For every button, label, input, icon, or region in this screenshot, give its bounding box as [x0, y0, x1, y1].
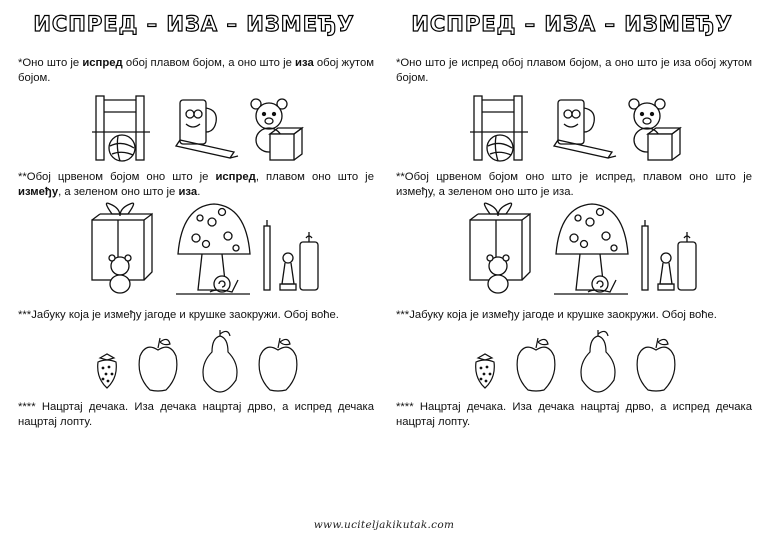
- mushroom-snail-icon: [550, 200, 632, 298]
- candle-pawn-icon: [636, 218, 706, 296]
- chair-ball-icon: [88, 92, 158, 164]
- candle-pawn-icon: [258, 218, 328, 296]
- task-3-text: ***Јабуку која је између јагоде и крушке…: [18, 309, 339, 321]
- task-2-text: **Обој црвеном бојом оно што је испред, …: [396, 171, 752, 198]
- teddy-box-icon: [246, 96, 308, 164]
- task-4-text: **** Нацртај дечака. Иза дечака нацртај …: [18, 401, 374, 428]
- task-3-text: ***Јабуку која је између јагоде и крушке…: [396, 309, 717, 321]
- strawberry-icon: [472, 350, 498, 390]
- worksheet-right: ИСПРЕД – ИЗА – ИЗМЕЂУ *Оно што је испред…: [392, 0, 752, 543]
- gift-doll-icon: [80, 200, 160, 298]
- worksheet-title: ИСПРЕД – ИЗА – ИЗМЕЂУ: [411, 11, 733, 36]
- apple-icon: [634, 336, 678, 394]
- pear-icon: [198, 328, 242, 394]
- task-2-text: **Обој црвеном бојом оно што је испред, …: [18, 171, 374, 198]
- cup-pencil-icon: [172, 96, 240, 160]
- pear-icon: [576, 328, 620, 394]
- mushroom-snail-icon: [172, 200, 254, 298]
- apple-icon: [136, 336, 180, 394]
- task-1-text: *Оно што је испред обој плавом бојом, а …: [396, 57, 752, 84]
- chair-ball-icon: [466, 92, 536, 164]
- task-1-text: *Оно што је испред обој плавом бојом, а …: [18, 57, 374, 84]
- footer-website: www.uciteljakikutak.com: [313, 519, 455, 531]
- apple-icon: [514, 336, 558, 394]
- worksheet-left: ИСПРЕД – ИЗА – ИЗМЕЂУ *Оно што је испред…: [14, 0, 374, 543]
- worksheet-title: ИСПРЕД – ИЗА – ИЗМЕЂУ: [33, 11, 355, 36]
- apple-icon: [256, 336, 300, 394]
- task-4-text: **** Нацртај дечака. Иза дечака нацртај …: [396, 401, 752, 428]
- cup-pencil-icon: [550, 96, 618, 160]
- strawberry-icon: [94, 350, 120, 390]
- gift-doll-icon: [458, 200, 538, 298]
- teddy-box-icon: [624, 96, 686, 164]
